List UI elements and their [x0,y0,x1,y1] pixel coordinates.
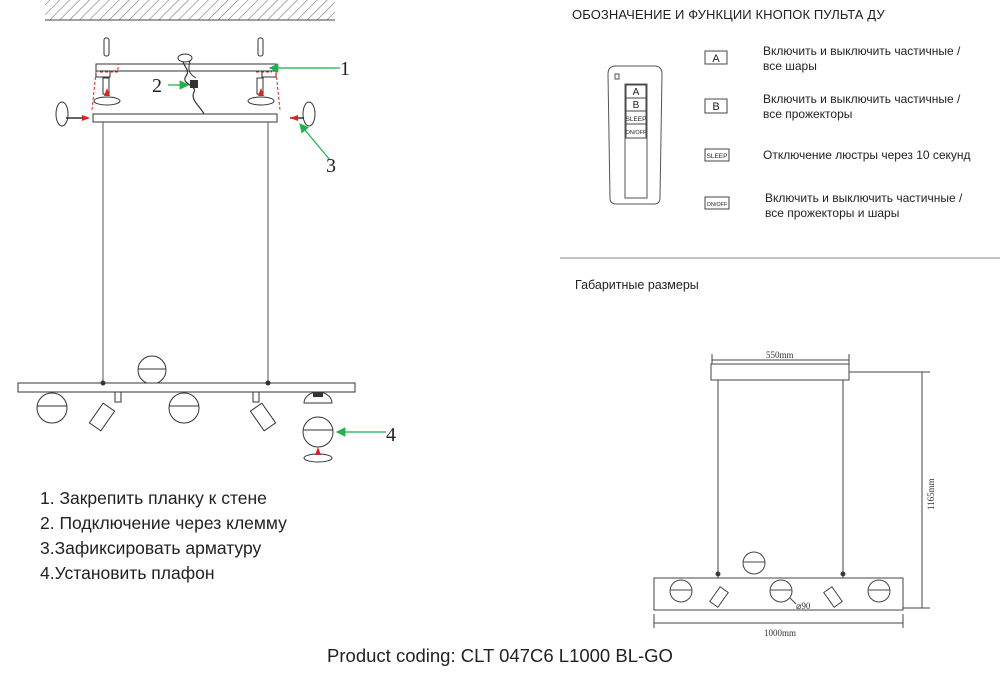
svg-text:SLEEP: SLEEP [707,153,728,160]
shade-globe [302,416,334,448]
anchor-right [247,96,275,106]
canopy [92,113,278,123]
svg-text:B: B [712,101,719,113]
ceiling-hatch [45,0,335,20]
spotlight-2 [249,391,277,432]
ceiling-screw-left [103,37,110,57]
step-1: 1. Закрепить планку к стене [40,488,267,508]
callout-leader-3 [299,123,331,161]
top-globe [137,355,167,385]
key-icon-onoff [704,196,730,210]
dim-height: 1165mm [926,478,936,510]
installation-steps: 1. Закрепить планку к стене 2. Подключен… [40,486,287,586]
remote-button-onoff [625,123,647,139]
dim-canopy [710,363,850,381]
step-3: 3.Зафиксировать арматуру [40,538,262,558]
terminal-block [190,80,198,88]
dimension-drawing [653,354,930,628]
svg-text:SLEEP: SLEEP [626,116,647,123]
svg-text:ON/OFF: ON/OFF [707,202,728,208]
remote-section-title: ОБОЗНАЧЕНИЕ И ФУНКЦИИ КНОПОК ПУЛЬТА ДУ [572,7,885,22]
step-4: 4.Установить плафон [40,563,215,583]
callout-4: 4 [386,424,396,446]
side-screw-right [302,101,316,127]
svg-text:B: B [633,100,640,111]
function-b-text: Включить и выключить частичные /все прож… [763,92,961,121]
callout-2: 2 [152,75,162,97]
lower-globe-1 [36,392,68,424]
installation-diagram: 1 2 3 4 [17,0,396,463]
side-screw-left [55,101,69,127]
lower-globe-2 [168,392,200,424]
dimensions-title: Габаритные размеры [575,278,699,292]
function-keys [704,50,730,210]
key-icon-a [704,50,728,65]
function-onoff-text: Включить и выключить частичные /все прож… [765,191,963,220]
dim-body [653,577,904,611]
spotlight-1 [88,391,122,432]
dim-diameter: ⌀90 [796,601,811,611]
key-icon-sleep [704,148,730,162]
svg-text:A: A [712,53,720,65]
main-bar [17,382,356,393]
ceiling-screw-right [257,37,264,57]
function-sleep-text: Отключение люстры через 10 секунд [763,148,971,162]
step-2: 2. Подключение через клемму [40,513,287,533]
callout-1: 1 [340,58,350,80]
product-coding: Product coding: CLT 047C6 L1000 BL-GO [327,645,673,666]
function-a-text: Включить и выключить частичные /все шары [763,44,961,73]
shade-ring [303,453,333,463]
callout-3: 3 [326,155,336,177]
svg-text:ON/OFF: ON/OFF [626,130,647,136]
dim-bottom-width: 1000mm [764,628,796,638]
anchor-left [93,96,121,106]
supply-wire [182,54,205,115]
svg-text:A: A [633,87,640,98]
remote-control: A B SLEEP ON/OFF [607,65,663,205]
dim-top-width: 550mm [766,350,794,360]
key-icon-b [704,98,728,114]
